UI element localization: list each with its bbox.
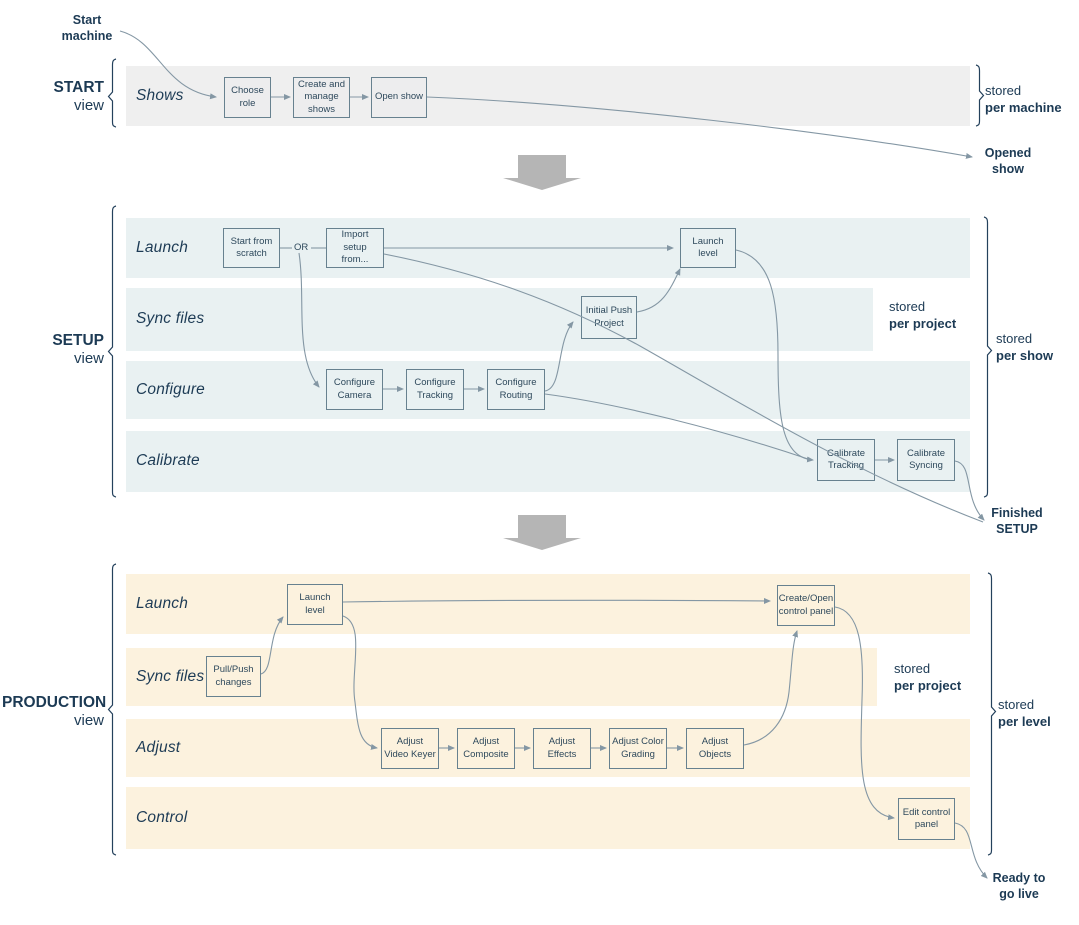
section-label-start-title: START — [53, 79, 104, 96]
flow-box-create-open-control-panel: Create/Open control panel — [777, 585, 835, 626]
row-label-prod-sync: Sync files — [136, 668, 205, 685]
stored-per-machine: stored per machine — [985, 83, 1062, 117]
bracket-start-left — [107, 58, 117, 128]
flow-box-calibrate-syncing: Calibrate Syncing — [897, 439, 955, 481]
stored-per-show-line1: stored — [996, 331, 1033, 346]
band-prod-launch — [126, 574, 970, 634]
row-label-setup-launch: Launch — [136, 239, 189, 256]
stored-per-show-line2: per show — [996, 347, 1054, 363]
annotation-ready-go-live: Ready to go live — [992, 871, 1046, 901]
bracket-production-left — [107, 563, 117, 856]
wire-launch-level-to-calibrate — [735, 249, 814, 463]
flow-box-configure-camera: Configure Camera — [326, 369, 383, 410]
annotation-finished-setup: Finished SETUP — [991, 506, 1043, 536]
bracket-production-right — [987, 572, 997, 856]
band-setup-syncfiles — [126, 288, 873, 351]
flow-box-initial-push-project: Initial Push Project — [581, 296, 637, 339]
big-down-arrow-start-to-setup — [503, 155, 581, 190]
bracket-setup-left — [107, 205, 117, 498]
stored-per-show: stored per show — [996, 331, 1053, 365]
flow-box-adjust-composite: Adjust Composite — [457, 728, 515, 769]
bracket-setup-right — [983, 216, 993, 498]
flow-box-adjust-objects: Adjust Objects — [686, 728, 744, 769]
flow-box-choose-role: Choose role — [224, 77, 271, 118]
flow-box-prod-launch-level: Launch level — [287, 584, 343, 625]
big-down-arrow-setup-to-production — [503, 515, 581, 550]
stored-per-project-production-line1: stored — [894, 661, 931, 676]
row-label-shows: Shows — [136, 87, 184, 104]
bracket-start-right — [975, 64, 985, 127]
section-label-start-view: view — [73, 97, 104, 115]
annotation-start-machine: Start machine — [61, 13, 113, 43]
or-label: OR — [294, 242, 309, 253]
stored-per-machine-line2: per machine — [985, 99, 1062, 115]
stored-per-project-production: stored per project — [894, 661, 961, 695]
flow-box-import-setup: Import setup from... — [326, 228, 384, 268]
section-label-production: PRODUCTION view — [2, 693, 107, 731]
stored-per-machine-line1: stored — [985, 83, 1022, 98]
stored-per-level: stored per level — [998, 697, 1051, 731]
row-label-setup-sync: Sync files — [136, 310, 205, 327]
stored-per-project-setup-line1: stored — [889, 299, 926, 314]
band-prod-control — [126, 787, 970, 849]
row-label-setup-configure: Configure — [136, 381, 206, 398]
flow-box-setup-launch-level: Launch level — [680, 228, 736, 268]
flow-box-configure-tracking: Configure Tracking — [406, 369, 464, 410]
row-label-prod-control: Control — [136, 809, 188, 826]
row-label-setup-calibrate: Calibrate — [136, 452, 200, 469]
flow-box-pull-push-changes: Pull/Push changes — [206, 656, 261, 697]
flow-box-calibrate-tracking: Calibrate Tracking — [817, 439, 875, 481]
section-label-setup-title: SETUP — [52, 332, 104, 349]
stored-per-project-setup: stored per project — [889, 299, 956, 333]
stored-per-level-line1: stored — [998, 697, 1035, 712]
flow-box-start-from-scratch: Start from scratch — [223, 228, 280, 268]
section-label-start: START view — [10, 78, 104, 116]
flow-box-edit-control-panel: Edit control panel — [898, 798, 955, 840]
flow-box-configure-routing: Configure Routing — [487, 369, 545, 410]
flow-box-open-show: Open show — [371, 77, 427, 118]
stored-per-level-line2: per level — [998, 713, 1051, 729]
section-label-setup-view: view — [73, 350, 104, 368]
section-label-production-title: PRODUCTION — [2, 694, 107, 711]
flow-box-create-manage-shows: Create and manage shows — [293, 77, 350, 118]
annotation-opened-show: Opened show — [984, 146, 1032, 176]
flow-box-adjust-effects: Adjust Effects — [533, 728, 591, 769]
flow-box-adjust-color-grading: Adjust Color Grading — [609, 728, 667, 769]
stored-per-project-setup-line2: per project — [889, 315, 957, 331]
flow-box-adjust-video-keyer: Adjust Video Keyer — [381, 728, 439, 769]
row-label-prod-launch: Launch — [136, 595, 189, 612]
stored-per-project-production-line2: per project — [894, 677, 962, 693]
section-label-setup: SETUP view — [10, 331, 104, 369]
section-label-production-view: view — [73, 712, 104, 730]
band-setup-configure — [126, 361, 970, 419]
row-label-prod-adjust: Adjust — [136, 739, 181, 756]
